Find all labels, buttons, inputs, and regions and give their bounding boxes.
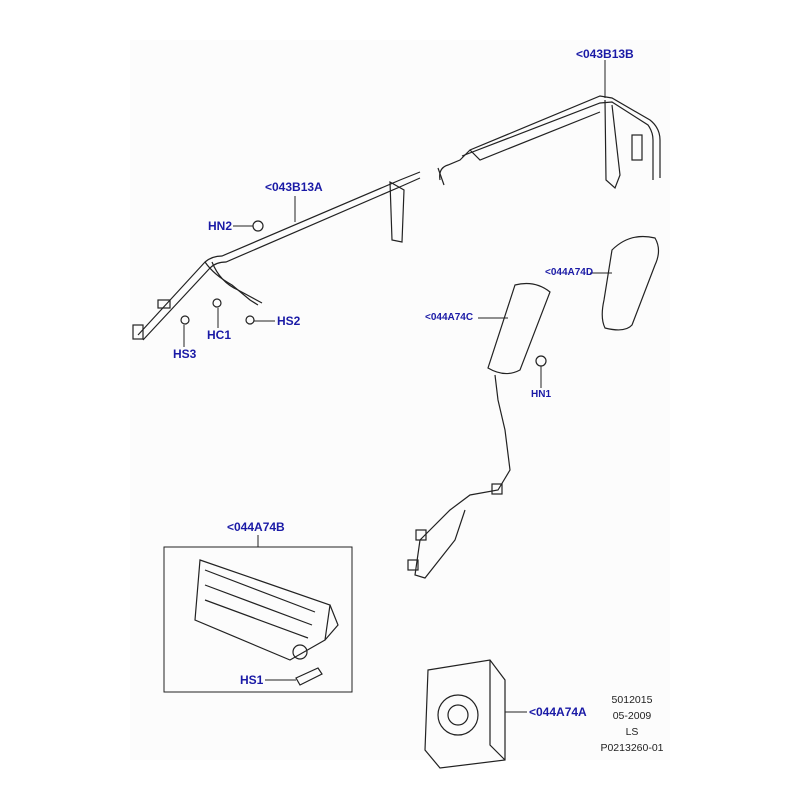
- leader-lines: [183, 60, 612, 713]
- hn2-clip: [252, 220, 264, 232]
- callout-044A74D[interactable]: <044A74D: [545, 267, 594, 278]
- callout-HN1[interactable]: HN1: [531, 389, 552, 400]
- callout-044A74C[interactable]: <044A74C: [425, 312, 474, 323]
- footer-code: 5012015: [611, 694, 653, 706]
- callout-043B13A[interactable]: <043B13A: [265, 180, 323, 194]
- callout-044A74A[interactable]: <044A74A: [529, 705, 587, 719]
- driver-airbag: [424, 659, 506, 769]
- passenger-airbag: [194, 559, 339, 686]
- hs1-screw: [295, 667, 323, 686]
- hc1-clip: [212, 298, 222, 308]
- wiring-harness: [414, 374, 511, 579]
- hs3-screw: [180, 315, 190, 325]
- callout-HS3[interactable]: HS3: [173, 347, 197, 361]
- hn1-nut: [535, 355, 547, 367]
- callout-043B13B[interactable]: <043B13B: [576, 47, 634, 61]
- side-airbag-c: [487, 282, 551, 375]
- callout-HC1[interactable]: HC1: [207, 328, 232, 342]
- curtain-airbag-left: [132, 171, 421, 341]
- callout-HS1[interactable]: HS1: [240, 673, 264, 687]
- footer-date: 05-2009: [612, 710, 652, 722]
- illustration-info: 5012015 05-2009 LS P0213260-01: [597, 692, 667, 756]
- callout-HS2[interactable]: HS2: [277, 314, 301, 328]
- callout-044A74B[interactable]: <044A74B: [227, 520, 285, 534]
- hs2-screw: [245, 315, 255, 325]
- footer-initials: LS: [625, 726, 639, 738]
- footer-illustration-id: P0213260-01: [600, 742, 664, 754]
- callout-HN2[interactable]: HN2: [208, 219, 233, 233]
- diagram-panel: [130, 40, 670, 760]
- curtain-airbag-right: [437, 95, 661, 190]
- side-airbag-d: [601, 235, 660, 331]
